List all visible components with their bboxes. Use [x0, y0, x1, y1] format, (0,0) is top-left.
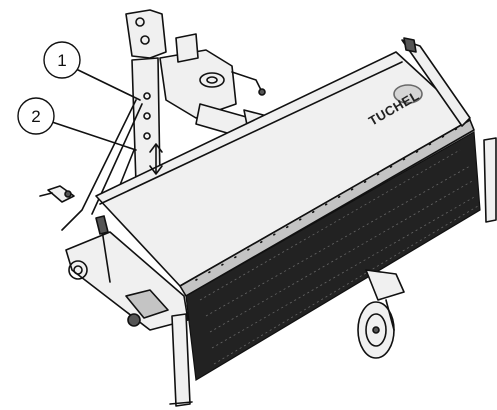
brush-roller — [185, 131, 481, 381]
callout-1: 1 — [43, 41, 141, 101]
left-side-plate — [65, 215, 189, 331]
right-side-plate — [401, 37, 471, 127]
castor-wheel — [357, 269, 405, 359]
callout-2: 2 — [17, 97, 137, 151]
callout-2-label: 2 — [31, 107, 40, 126]
support-legs — [169, 137, 497, 407]
sweeper-housing: TUCHEL — [95, 51, 475, 297]
callout-1-label: 1 — [57, 51, 66, 70]
double-arrow-vertical-icon — [149, 143, 163, 175]
